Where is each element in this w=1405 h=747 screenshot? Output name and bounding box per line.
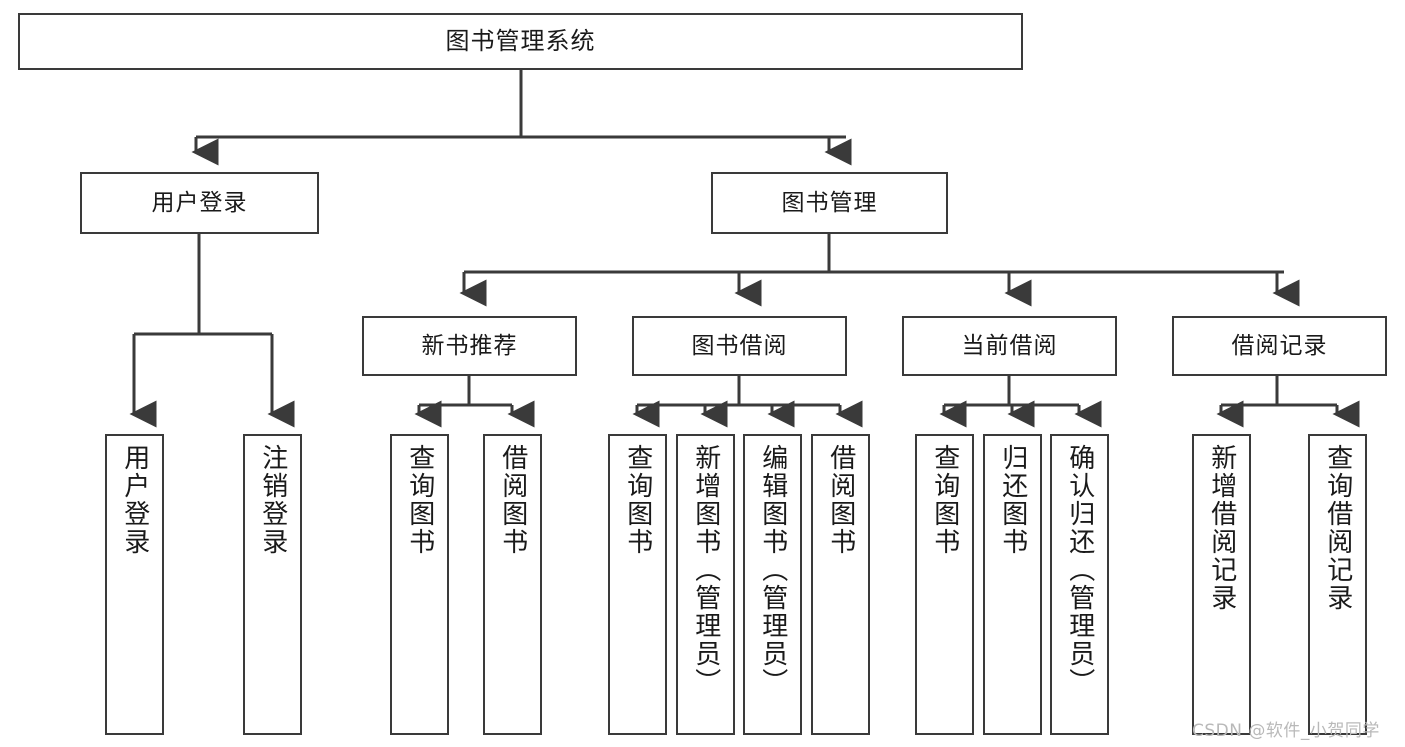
leaf-return-book[interactable]: 归还图书 bbox=[983, 434, 1042, 735]
leaf-edit-book-admin[interactable]: 编辑图书（管理员） bbox=[743, 434, 802, 735]
leaf-query-book-current[interactable]: 查询图书 bbox=[915, 434, 974, 735]
node-label: 查询借阅记录 bbox=[1322, 444, 1353, 612]
leaf-borrow-book-recommend[interactable]: 借阅图书 bbox=[483, 434, 542, 735]
node-root-system[interactable]: 图书管理系统 bbox=[18, 13, 1023, 70]
node-label: 归还图书 bbox=[997, 444, 1028, 556]
node-label: 图书管理 bbox=[781, 189, 878, 216]
leaf-query-book-borrow[interactable]: 查询图书 bbox=[608, 434, 667, 735]
node-borrow-record[interactable]: 借阅记录 bbox=[1172, 316, 1387, 376]
node-label: 确认归还（管理员） bbox=[1064, 444, 1095, 696]
leaf-add-book-admin[interactable]: 新增图书（管理员） bbox=[676, 434, 735, 735]
leaf-user-login[interactable]: 用户登录 bbox=[105, 434, 164, 735]
node-label: 当前借阅 bbox=[961, 332, 1058, 359]
leaf-confirm-return-admin[interactable]: 确认归还（管理员） bbox=[1050, 434, 1109, 735]
node-label: 查询图书 bbox=[622, 444, 653, 556]
node-label: 借阅图书 bbox=[825, 444, 856, 556]
node-label: 图书管理系统 bbox=[445, 26, 596, 55]
node-label: 注销登录 bbox=[257, 444, 288, 556]
node-book-borrow[interactable]: 图书借阅 bbox=[632, 316, 847, 376]
node-new-book-recommend[interactable]: 新书推荐 bbox=[362, 316, 577, 376]
csdn-watermark: CSDN @软件_小贺同学 bbox=[1192, 721, 1380, 741]
node-label: 编辑图书（管理员） bbox=[757, 444, 788, 696]
node-current-borrow[interactable]: 当前借阅 bbox=[902, 316, 1117, 376]
node-book-management[interactable]: 图书管理 bbox=[711, 172, 948, 234]
leaf-query-book-recommend[interactable]: 查询图书 bbox=[390, 434, 449, 735]
node-label: 新增借阅记录 bbox=[1206, 444, 1237, 612]
node-label: 新书推荐 bbox=[421, 332, 518, 359]
node-user-login[interactable]: 用户登录 bbox=[80, 172, 319, 234]
node-label: 图书借阅 bbox=[691, 332, 788, 359]
node-label: 查询图书 bbox=[404, 444, 435, 556]
node-label: 查询图书 bbox=[929, 444, 960, 556]
node-label: 新增图书（管理员） bbox=[690, 444, 721, 696]
node-label: 借阅图书 bbox=[497, 444, 528, 556]
leaf-logout[interactable]: 注销登录 bbox=[243, 434, 302, 735]
node-label: 用户登录 bbox=[151, 189, 248, 216]
leaf-add-borrow-record[interactable]: 新增借阅记录 bbox=[1192, 434, 1251, 735]
node-label: 借阅记录 bbox=[1231, 332, 1328, 359]
leaf-query-borrow-record[interactable]: 查询借阅记录 bbox=[1308, 434, 1367, 735]
node-label: 用户登录 bbox=[119, 444, 150, 556]
leaf-borrow-book[interactable]: 借阅图书 bbox=[811, 434, 870, 735]
